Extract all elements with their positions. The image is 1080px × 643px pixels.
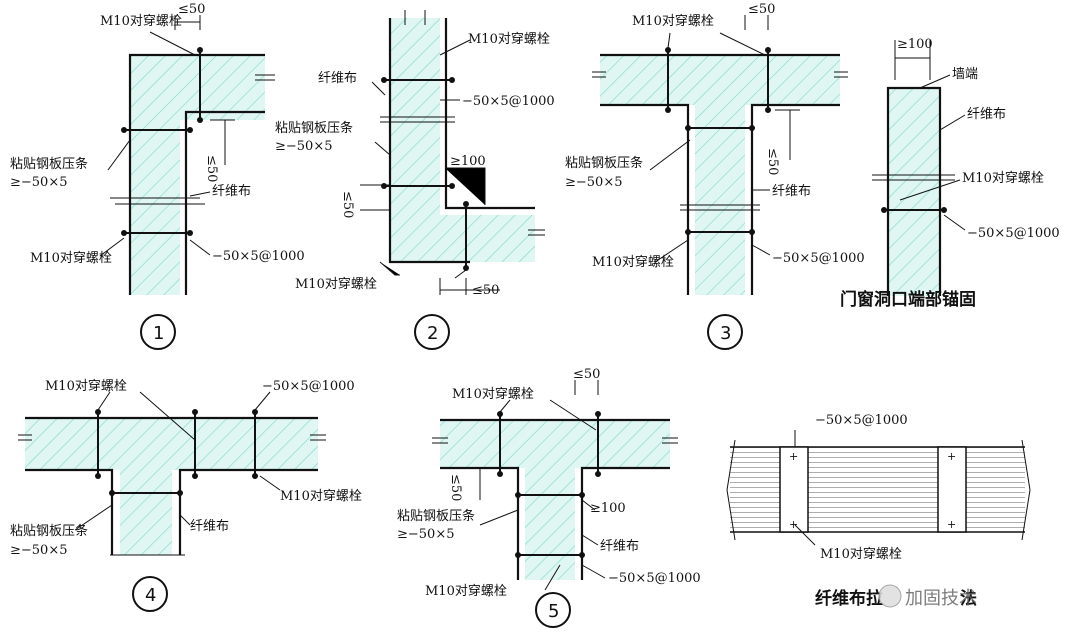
label-strip: −50×5@1000 xyxy=(967,226,1060,241)
dim-side: ≤50 xyxy=(204,155,219,182)
detail-number: 4 xyxy=(145,585,156,606)
detail-2: M10对穿螺栓 纤维布 −50×5@1000 粘贴钢板压条 ≥−50×5 ≥10… xyxy=(275,10,555,350)
dim-100: ≥100 xyxy=(590,501,626,516)
detail-title: 门窗洞口端部锚固 xyxy=(840,289,976,310)
label-strip: −50×5@1000 xyxy=(815,413,908,428)
detail-opening-end: ≥100 墙端 纤维布 M10对穿螺栓 −50×5@1000 门窗洞口端部锚固 xyxy=(840,37,1060,310)
label-bolt-bottom: M10对穿螺栓 xyxy=(592,254,674,270)
detail-1: M10对穿螺栓 ≤50 ≤50 粘贴钢板压条 ≥−50×5 纤维布 −50×5@… xyxy=(10,2,305,350)
label-strip: −50×5@1000 xyxy=(772,251,865,266)
label-bolt-top: M10对穿螺栓 xyxy=(468,31,550,47)
wall-t-shape xyxy=(440,420,670,580)
label-bolt-top: M10对穿螺栓 xyxy=(632,13,714,29)
detail-number: 3 xyxy=(720,323,731,344)
detail-number-circle xyxy=(140,314,176,350)
label-plate: 粘贴钢板压条 xyxy=(397,508,475,524)
watermark-text: 加固技术 xyxy=(905,588,977,609)
label-bolt-bottom: M10对穿螺栓 xyxy=(295,276,377,292)
detail-3: M10对穿螺栓 ≤50 ≤50 粘贴钢板压条 ≥−50×5 纤维布 −50×5@… xyxy=(565,2,865,350)
dim-top: ≥100 xyxy=(897,37,933,52)
detail-5: M10对穿螺栓 ≤50 ≤50 粘贴钢板压条 ≥−50×5 ≥100 纤维布 M… xyxy=(397,367,701,628)
label-bolt: M10对穿螺栓 xyxy=(962,170,1044,186)
dim-100: ≥100 xyxy=(450,154,486,169)
label-plate-spec: ≥−50×5 xyxy=(397,527,455,542)
dim-side: ≤50 xyxy=(340,191,355,218)
svg-text:+: + xyxy=(789,518,798,531)
label-fiber: 纤维布 xyxy=(318,71,357,86)
label-strip: −50×5@1000 xyxy=(212,249,305,264)
dim-top: ≤50 xyxy=(178,2,205,17)
detail-tension-anchorage: + + + + −50×5@1000 M10对穿螺栓 纤维布拉 法 xyxy=(726,413,1031,609)
label-fiber: 纤维布 xyxy=(212,184,251,199)
label-bolt-bottom: M10对穿螺栓 xyxy=(425,583,507,599)
detail-number: 2 xyxy=(427,323,438,344)
svg-text:+: + xyxy=(789,450,798,463)
label-bolt-right: M10对穿螺栓 xyxy=(280,488,362,504)
watermark: 加固技术 xyxy=(878,584,977,609)
detail-title-tail: 法 xyxy=(960,588,977,609)
label-plate: 粘贴钢板压条 xyxy=(565,155,643,171)
dim-side: ≤50 xyxy=(448,474,463,501)
dim-side: ≤50 xyxy=(765,148,780,175)
label-plate-spec: ≥−50×5 xyxy=(565,175,623,190)
label-plate: 粘贴钢板压条 xyxy=(10,156,88,172)
label-bolt-top: M10对穿螺栓 xyxy=(100,13,182,29)
label-strip: −50×5@1000 xyxy=(608,571,701,586)
label-plate-spec: ≥−50×5 xyxy=(275,139,333,154)
detail-number: 5 xyxy=(548,601,559,622)
label-bolt: M10对穿螺栓 xyxy=(820,546,902,562)
wall-t-shape xyxy=(600,55,840,295)
fiber-wrap xyxy=(388,18,535,264)
label-fiber: 纤维布 xyxy=(600,539,639,554)
label-bolt-top: M10对穿螺栓 xyxy=(45,378,127,394)
label-strip: −50×5@1000 xyxy=(462,94,555,109)
label-plate: 粘贴钢板压条 xyxy=(275,120,353,136)
wall-l-shape xyxy=(130,55,265,295)
detail-title: 纤维布拉 xyxy=(815,588,883,609)
detail-4: M10对穿螺栓 −50×5@1000 M10对穿螺栓 粘贴钢板压条 ≥−50×5… xyxy=(10,378,362,612)
label-plate: 粘贴钢板压条 xyxy=(10,523,88,539)
label-bolt-bottom: M10对穿螺栓 xyxy=(30,250,112,266)
dim-top: ≤50 xyxy=(748,2,775,17)
label-fiber: 纤维布 xyxy=(190,519,229,534)
dim-bottom: ≤50 xyxy=(472,283,499,298)
label-fiber: 纤维布 xyxy=(967,107,1006,122)
svg-text:+: + xyxy=(947,518,956,531)
wall-shape xyxy=(390,18,535,262)
label-plate-spec: ≥−50×5 xyxy=(10,175,68,190)
label-bolt-top: M10对穿螺栓 xyxy=(452,386,534,402)
detail-number: 1 xyxy=(153,323,164,344)
label-plate-spec: ≥−50×5 xyxy=(10,543,68,558)
label-strip: −50×5@1000 xyxy=(262,379,355,394)
label-fiber: 纤维布 xyxy=(772,184,811,199)
label-wall-end: 墙端 xyxy=(952,67,978,82)
svg-text:+: + xyxy=(947,450,956,463)
dim-top: ≤50 xyxy=(573,367,600,382)
